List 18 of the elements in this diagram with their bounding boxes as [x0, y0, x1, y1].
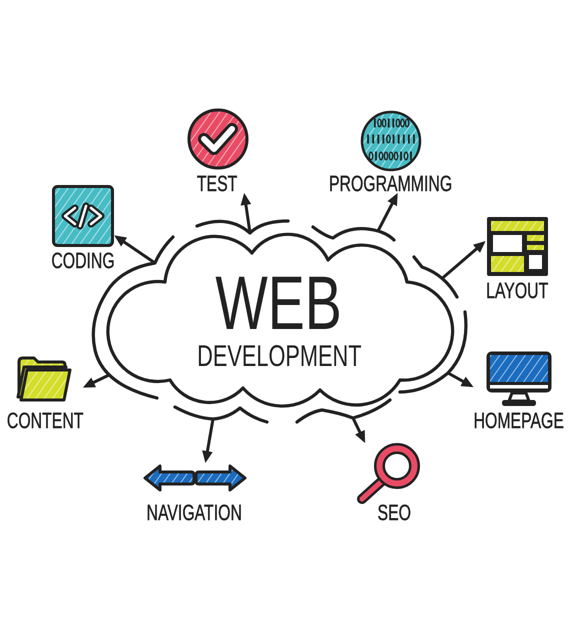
arrow [447, 372, 474, 388]
arrow [202, 418, 214, 463]
node-label: CONTENT [6, 412, 83, 430]
node-label: PROGRAMMING [328, 175, 452, 193]
arrow [376, 193, 398, 232]
subheading-text: DEVELOPMENT [197, 344, 362, 370]
node-label: LAYOUT [486, 282, 548, 300]
node-label: CODING [50, 252, 114, 270]
node-label: TEST [196, 175, 238, 193]
node-label: NAVIGATION [146, 504, 242, 522]
arrow [352, 417, 366, 443]
node-label: SEO [378, 504, 411, 522]
arrow [240, 193, 252, 234]
heading-text: WEB [215, 274, 342, 334]
arrow [82, 374, 110, 388]
node-label: HOMEPAGE [474, 412, 564, 430]
arrow [441, 241, 486, 280]
arrow [114, 235, 156, 264]
